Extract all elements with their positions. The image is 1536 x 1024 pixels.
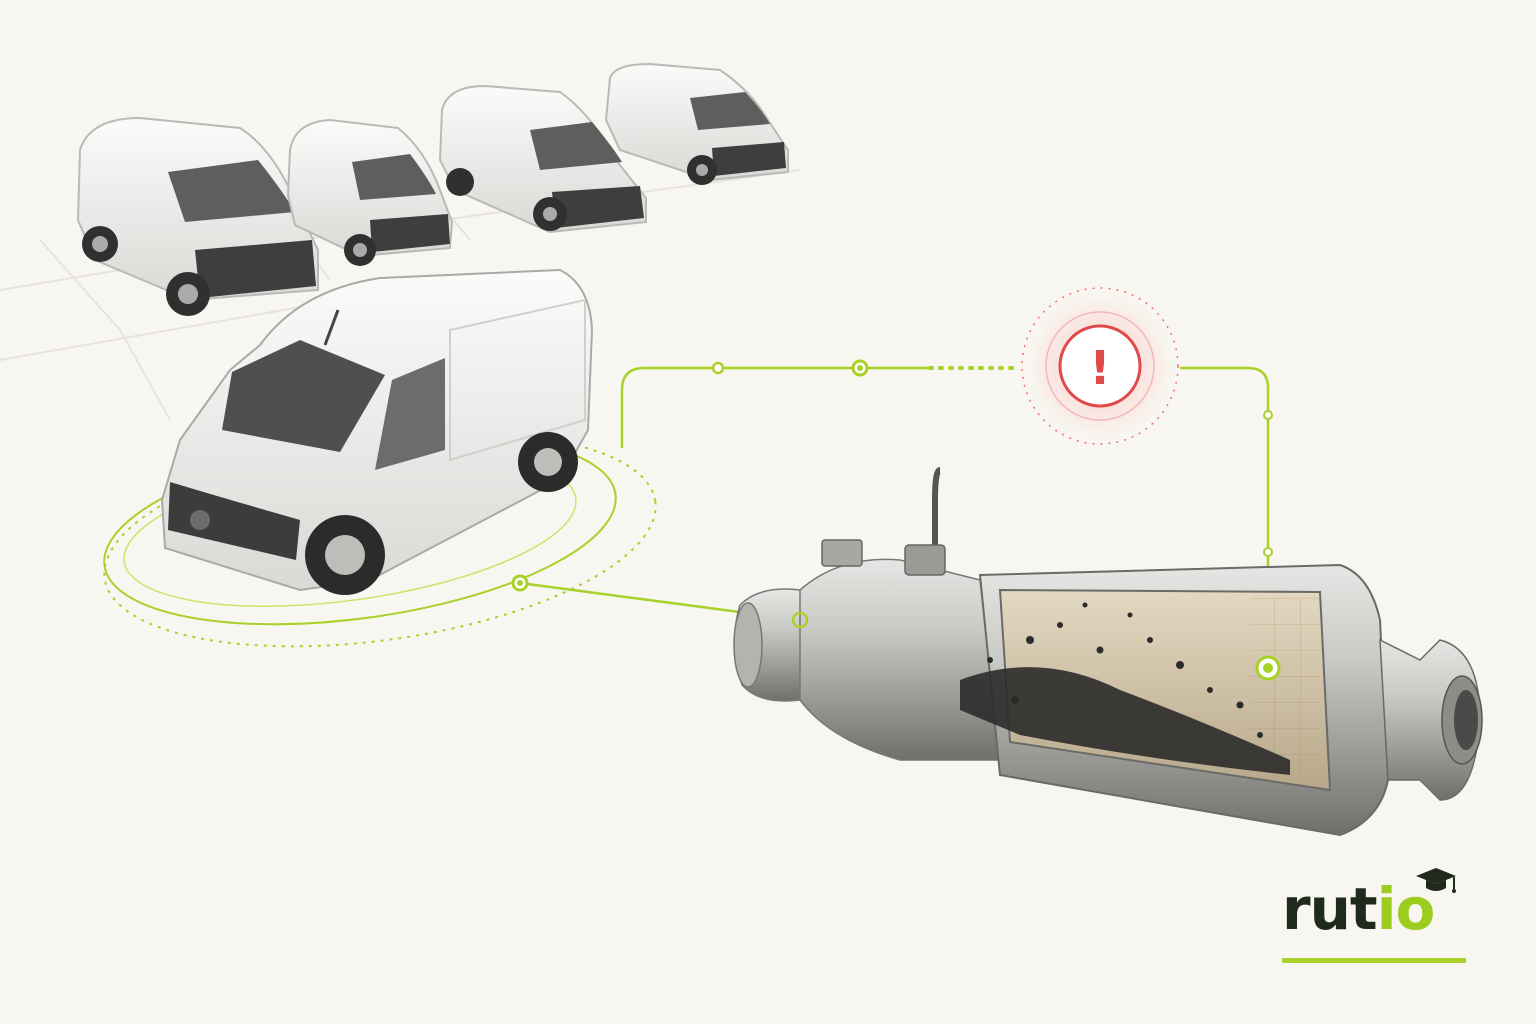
brand-name-accent: io xyxy=(1376,875,1436,943)
fleet-van-2 xyxy=(286,118,454,266)
main-van xyxy=(160,268,594,595)
alert-indicator: ! xyxy=(1020,286,1180,446)
brand-name-main: rut xyxy=(1282,875,1378,943)
fleet-van-1 xyxy=(76,116,319,316)
connector-nodes xyxy=(511,359,1273,592)
brand-underline xyxy=(1282,958,1466,963)
fleet-van-4 xyxy=(604,62,789,185)
particulate-filter xyxy=(733,467,1483,837)
graduation-cap-icon xyxy=(1416,868,1456,893)
fleet-van-3 xyxy=(438,84,647,234)
brand-logo: rutio xyxy=(1282,868,1482,970)
brand-wordmark: rutio xyxy=(1282,880,1435,938)
exclamation-alert-icon: ! xyxy=(1090,341,1111,395)
soot-deposit xyxy=(960,602,1290,775)
